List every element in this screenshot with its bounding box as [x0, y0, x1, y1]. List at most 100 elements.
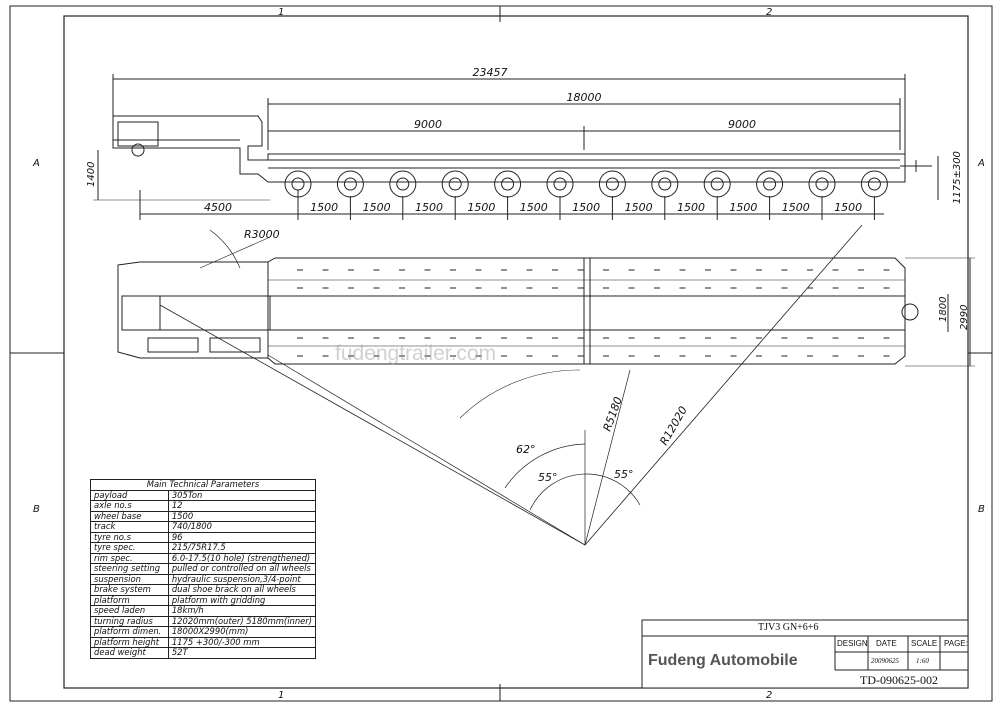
dim-axle-spacing: 1500 — [625, 201, 653, 214]
wheel — [336, 170, 364, 198]
spec-value: 52T — [167, 647, 317, 659]
wheel — [756, 170, 784, 198]
dim-axle-spacing: 1500 — [363, 201, 391, 214]
dim-axle-spacing: 1500 — [310, 201, 338, 214]
spec-key: platform height — [90, 636, 169, 648]
wheel — [808, 170, 836, 198]
dim-axle-spacing: 1500 — [677, 201, 705, 214]
spec-key: track — [90, 521, 169, 533]
wheel — [494, 170, 522, 198]
scale-label: SCALE — [911, 639, 938, 648]
wheel-hub — [763, 177, 777, 191]
spec-value: dual shoe brack on all wheels — [167, 584, 317, 596]
spec-value: 305Ton — [167, 489, 317, 501]
wheel-hub — [710, 177, 724, 191]
dim-angle-c: 55° — [614, 468, 634, 481]
wheel — [651, 170, 679, 198]
dim-platform-width: 2990 — [959, 305, 970, 330]
wheel — [441, 170, 469, 198]
grid-col-2-top: 2 — [766, 7, 772, 18]
side-view — [93, 74, 939, 220]
dim-half-right: 9000 — [728, 118, 756, 131]
wheel-hub — [867, 177, 881, 191]
wheel-hub — [501, 177, 515, 191]
spec-row: tyre spec.215/75R17.5 — [90, 542, 317, 554]
spec-key: axle no.s — [90, 500, 169, 512]
spec-value: 1175 +300/-300 mm — [167, 636, 317, 648]
model-name: TJV3 GN+6+6 — [758, 622, 819, 633]
page-label: PAGE: — [944, 639, 968, 648]
company-name: Fudeng Automobile — [648, 652, 798, 669]
dim-axle-spacing: 1500 — [520, 201, 548, 214]
drawing-number: TD-090625-002 — [860, 673, 938, 687]
top-view — [117, 224, 975, 546]
dim-overall-length: 23457 — [473, 66, 508, 79]
inner-frame — [63, 15, 969, 689]
axle-wheels — [284, 170, 888, 220]
wheel — [389, 170, 417, 198]
dim-axle-spacing: 1500 — [415, 201, 443, 214]
dim-platform-height: 1175±300 — [952, 151, 963, 204]
wheel-hub — [396, 177, 410, 191]
spec-key: platform — [90, 594, 169, 606]
wheel-hub — [658, 177, 672, 191]
wheel-hub — [291, 177, 305, 191]
dim-gooseneck-height: 1400 — [86, 162, 97, 187]
grid-row-a-right: A — [977, 158, 985, 169]
dim-angle-b: 55° — [538, 471, 558, 484]
spec-table-title: Main Technical Parameters — [90, 479, 316, 491]
dim-radius-small: R3000 — [244, 228, 280, 241]
spec-key: speed laden — [90, 605, 169, 617]
spec-value: 18km/h — [167, 605, 317, 617]
spec-key: suspension — [90, 573, 169, 585]
dim-axle-spacing: 1500 — [834, 201, 862, 214]
spec-row: platform dimen.18000X2990(mm) — [90, 626, 317, 638]
dim-axle-spacing: 1500 — [782, 201, 810, 214]
dim-axle-spacing: 1500 — [572, 201, 600, 214]
date-value: 20090625 — [871, 657, 899, 665]
dim-inner-radius: R5180 — [601, 395, 625, 433]
spec-key: brake system — [90, 584, 169, 596]
grid-col-2-bottom: 2 — [766, 690, 772, 701]
spec-value: 18000X2990(mm) — [167, 626, 317, 638]
spec-key: turning radius — [90, 615, 169, 627]
wheel-hub — [448, 177, 462, 191]
dim-axle-spacing: 1500 — [729, 201, 757, 214]
dim-angle-a: 62° — [516, 443, 536, 456]
dim-half-left: 9000 — [414, 118, 442, 131]
spec-value: platform with gridding — [167, 594, 317, 606]
grid-row-b-right: B — [978, 504, 985, 515]
wheel — [703, 170, 731, 198]
spec-key: rim spec. — [90, 552, 169, 564]
wheel-hub — [343, 177, 357, 191]
grid-col-1-bottom: 1 — [278, 690, 284, 701]
spec-value: pulled or controlled on all wheels — [167, 563, 317, 575]
dim-track: 1800 — [938, 297, 949, 322]
spec-value: hydraulic suspension,3/4-point — [167, 573, 317, 585]
watermark: fudengtrailer.com — [335, 342, 497, 365]
grid-col-1-top: 1 — [278, 7, 284, 18]
grid-row-a-left: A — [32, 158, 40, 169]
grid-row-b-left: B — [33, 504, 40, 515]
spec-key: tyre no.s — [90, 531, 169, 543]
dim-axle-spacing: 1500 — [467, 201, 495, 214]
spec-key: wheel base — [90, 510, 169, 522]
spec-value: 12 — [167, 500, 317, 512]
wheel — [598, 170, 626, 198]
spec-value: 12020mm(outer) 5180mm(inner) — [167, 615, 317, 627]
spec-key: payload — [90, 489, 169, 501]
spec-row: rim spec.6.0-17.5(10 hole) (strengthened… — [90, 552, 317, 564]
